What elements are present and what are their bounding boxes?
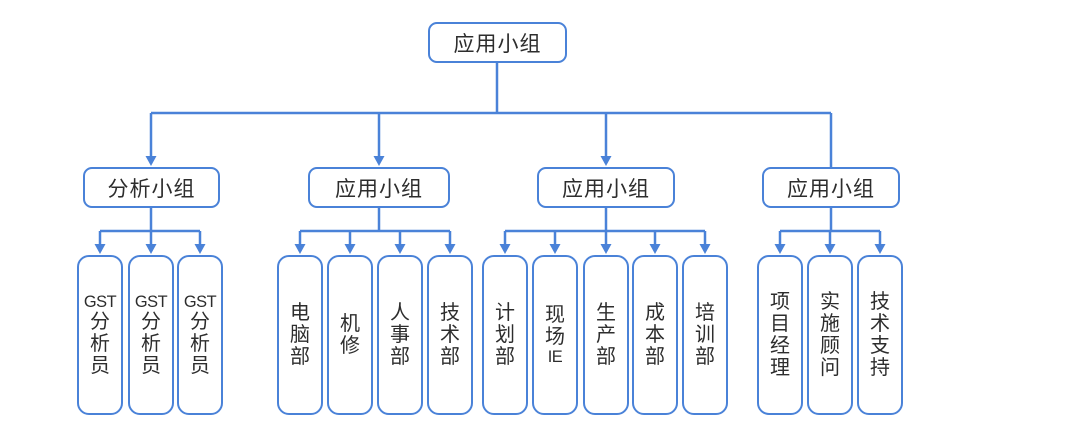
group3-connector [499,208,711,254]
org-node-g2-child-2: 机修 [327,255,373,415]
org-node-group-1-label: 分析小组 [107,177,196,201]
group1-connector [94,208,206,254]
org-node-group-4: 应用小组 [762,167,900,208]
org-node-g2-child-4-label: 技术部 [440,302,460,368]
org-node-g4-child-3: 技术支持 [857,255,903,415]
org-node-group-2: 应用小组 [308,167,450,208]
org-node-g4-child-2-label: 实施顾问 [820,291,840,379]
org-node-group-4-label: 应用小组 [787,177,875,201]
org-node-g2-child-1: 电脑部 [277,255,323,415]
org-node-g3-child-3: 生产部 [583,255,629,415]
org-node-g3-child-4: 成本部 [632,255,678,415]
org-node-g2-child-1-label: 电脑部 [290,302,310,368]
root-connector [145,63,833,167]
org-node-g4-child-3-label: 技术支持 [870,291,890,379]
org-node-group-3-label: 应用小组 [562,177,650,201]
org-node-g3-child-1: 计划部 [482,255,528,415]
org-node-g2-child-4: 技术部 [427,255,473,415]
org-node-g3-child-3-label: 生产部 [596,302,616,368]
org-node-g3-child-4-label: 成本部 [645,302,665,368]
org-node-g4-child-2: 实施顾问 [807,255,853,415]
org-node-group-1: 分析小组 [83,167,220,208]
org-node-group-2-label: 应用小组 [335,177,423,201]
org-node-root-label: 应用小组 [453,32,542,56]
org-node-g2-child-2-label: 机修 [340,313,360,357]
org-node-g4-child-1: 项目经理 [757,255,803,415]
org-node-g2-child-3-label: 人事部 [390,302,410,368]
org-node-g3-child-1-label: 计划部 [495,302,515,368]
org-node-g3-child-5: 培训部 [682,255,728,415]
org-node-root: 应用小组 [428,22,567,63]
org-node-g3-child-5-label: 培训部 [695,302,715,368]
group4-connector [774,208,886,254]
org-node-group-3: 应用小组 [537,167,675,208]
group2-connector [294,208,456,254]
org-node-g4-child-1-label: 项目经理 [770,291,790,379]
org-node-g2-child-3: 人事部 [377,255,423,415]
